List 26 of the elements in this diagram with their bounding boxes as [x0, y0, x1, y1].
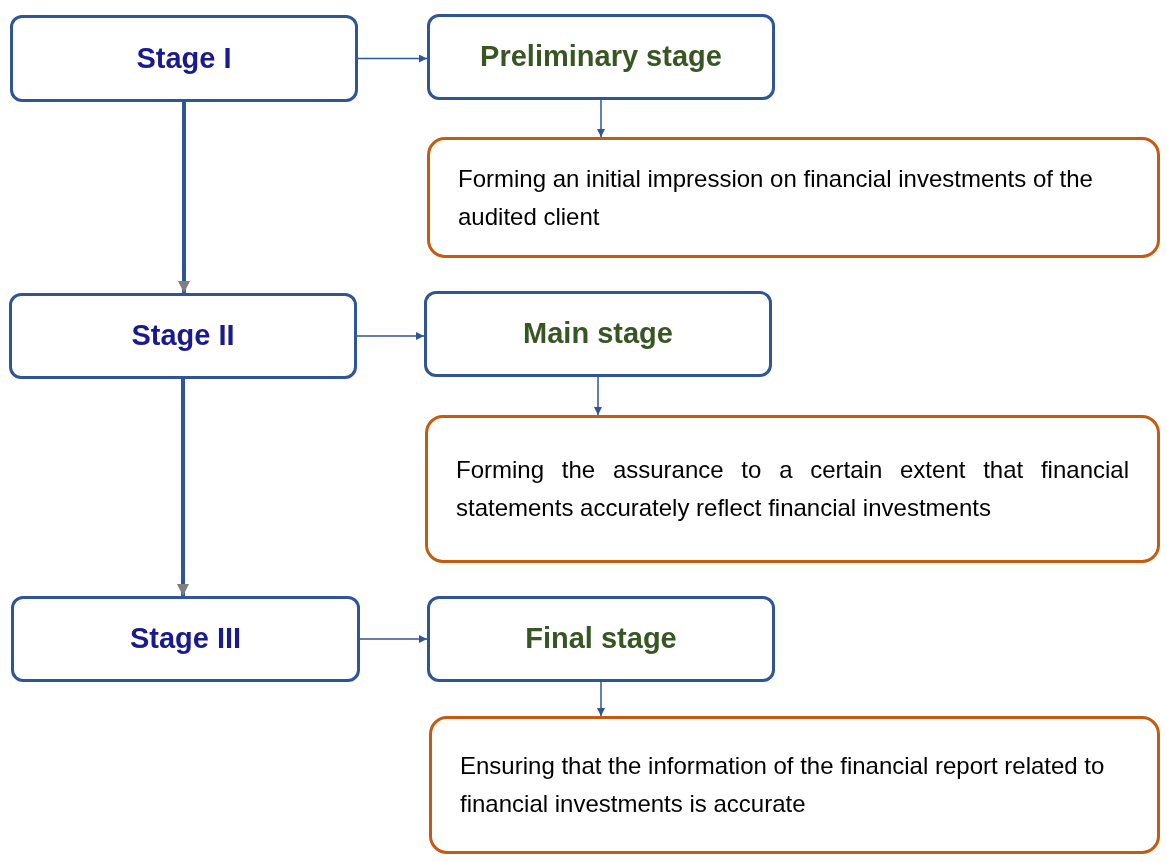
description-box — [429, 716, 1160, 854]
phase-label: Preliminary stage — [480, 39, 722, 75]
stage-label: Stage III — [129, 621, 242, 657]
phase-label: Main stage — [523, 316, 673, 352]
arrow — [359, 635, 428, 643]
description-text: Forming the assurance to a certain extent that financial statements accurately reflect financial investments — [456, 455, 1129, 523]
stage-box — [11, 596, 360, 682]
arrow — [177, 379, 189, 596]
arrow — [178, 102, 190, 293]
arrow — [597, 681, 605, 717]
description-box — [427, 137, 1160, 258]
description-box — [425, 415, 1160, 563]
arrow — [357, 54, 428, 63]
stage-label: Stage II — [131, 318, 235, 354]
arrow — [594, 376, 602, 416]
stage-label: Stage I — [136, 40, 232, 76]
arrow — [356, 332, 425, 340]
arrow — [597, 99, 605, 138]
description-text: Ensuring that the information of the financial report related to financial investments is accurate — [460, 751, 1106, 819]
phase-box — [427, 596, 775, 682]
stage-box — [10, 15, 358, 102]
phase-label: Final stage — [525, 621, 677, 657]
phase-box — [424, 291, 772, 377]
stage-box — [9, 293, 357, 379]
description-text: Forming an initial impression on financial investments of the audited client — [458, 163, 1094, 232]
phase-box — [427, 14, 775, 100]
